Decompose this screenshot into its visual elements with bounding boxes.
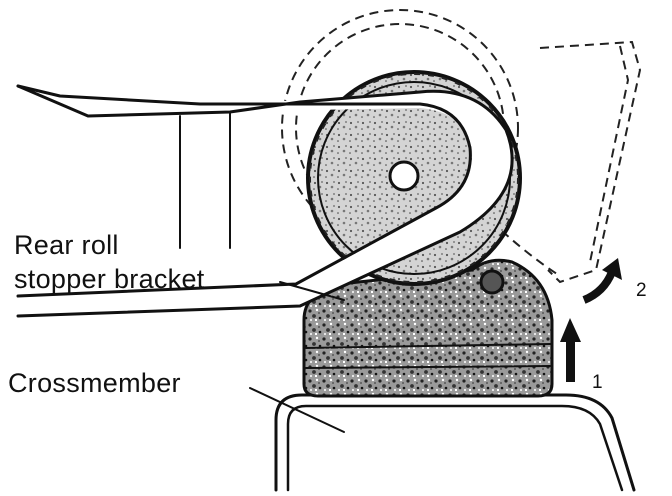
pivot-hole-icon: [388, 160, 420, 192]
arrow-curved-icon: [582, 258, 622, 304]
step-2-label: 2: [636, 280, 647, 301]
step-1-label: 1: [592, 372, 603, 393]
rubber-insulator: [302, 258, 554, 398]
mount-bolt-icon: [479, 269, 505, 295]
bracket-label-line2: stopper bracket: [14, 264, 205, 294]
bracket-label-line1: Rear roll: [14, 230, 119, 260]
leader-lines: [249, 281, 345, 433]
crossmember: [274, 393, 636, 492]
rear-roll-stopper-bracket: [16, 84, 514, 318]
crossmember-label: Crossmember: [8, 368, 181, 398]
arrow-up-icon: [560, 318, 581, 382]
movement-arrows: [560, 258, 622, 382]
